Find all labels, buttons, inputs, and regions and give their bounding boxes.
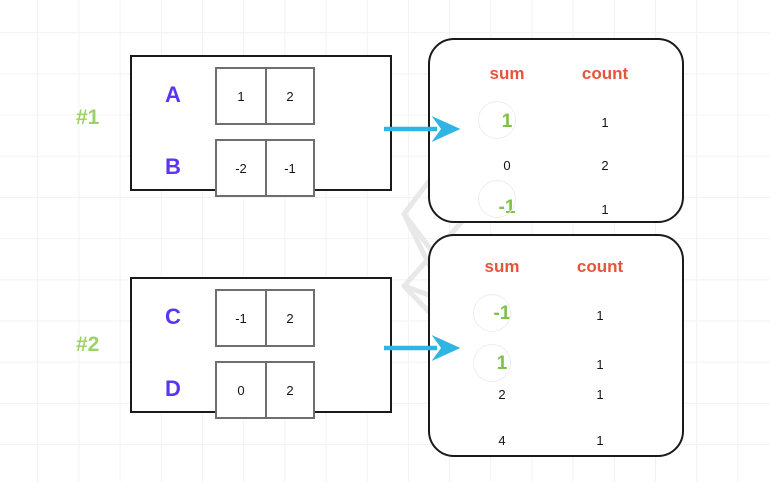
result-2-row-3-sum: 4 bbox=[498, 433, 506, 448]
cell-c-1: 2 bbox=[265, 291, 313, 345]
result-panel-1: sum count 1 1 2 0 -1 1 bbox=[428, 38, 684, 223]
group-row-letter-d: D bbox=[165, 376, 182, 401]
group-row-cells-b: -2 -1 bbox=[215, 139, 315, 197]
result-1-row-1-count: 2 bbox=[601, 158, 609, 173]
result-2-header-sum: sum bbox=[484, 257, 520, 276]
result-1-header-count: count bbox=[581, 64, 629, 83]
result-1-row-0-count: 1 bbox=[601, 115, 609, 130]
result-2-header-count: count bbox=[576, 257, 624, 276]
group-row-letter-a: A bbox=[165, 82, 182, 107]
highlight-circle-r2-row0 bbox=[473, 294, 511, 332]
group-row-letter-c: C bbox=[165, 304, 182, 329]
cell-a-1: 2 bbox=[265, 69, 313, 123]
result-2-row-2-sum: 2 bbox=[498, 387, 506, 402]
group-row-letter-b: B bbox=[165, 154, 182, 179]
step-tag-2: #2 bbox=[76, 333, 100, 356]
highlight-circle-r1-row0 bbox=[478, 101, 516, 139]
result-panel-2: sum count -1 1 1 1 2 1 4 1 bbox=[428, 234, 684, 457]
group-row-cells-d: 0 2 bbox=[215, 361, 315, 419]
highlight-circle-r2-row1 bbox=[473, 344, 511, 382]
result-2-row-2-count: 1 bbox=[596, 387, 604, 402]
highlight-circle-r1-row2 bbox=[478, 180, 516, 218]
result-1-header-sum: sum bbox=[489, 64, 525, 83]
cell-c-0: -1 bbox=[235, 310, 247, 326]
cell-b-1: -1 bbox=[265, 141, 313, 195]
group-panel-2: C -1 2 D 0 2 bbox=[130, 277, 392, 419]
cell-d-1: 2 bbox=[265, 363, 313, 417]
cell-d-0: 0 bbox=[237, 382, 245, 398]
group-row-cells-c: -1 2 bbox=[215, 289, 315, 347]
result-1-row-1-sum: 0 bbox=[503, 158, 511, 173]
result-1-row-2-count: 1 bbox=[601, 202, 609, 217]
result-2-row-1-count: 1 bbox=[596, 357, 604, 372]
group-panel-1: A 1 2 B -2 -1 bbox=[130, 55, 392, 197]
result-2-row-3-count: 1 bbox=[596, 433, 604, 448]
cell-a-0: 1 bbox=[237, 88, 245, 104]
cell-b-0: -2 bbox=[235, 160, 247, 176]
step-tag-1: #1 bbox=[76, 106, 100, 129]
result-2-row-0-count: 1 bbox=[596, 308, 604, 323]
group-row-cells-a: 1 2 bbox=[215, 67, 315, 125]
